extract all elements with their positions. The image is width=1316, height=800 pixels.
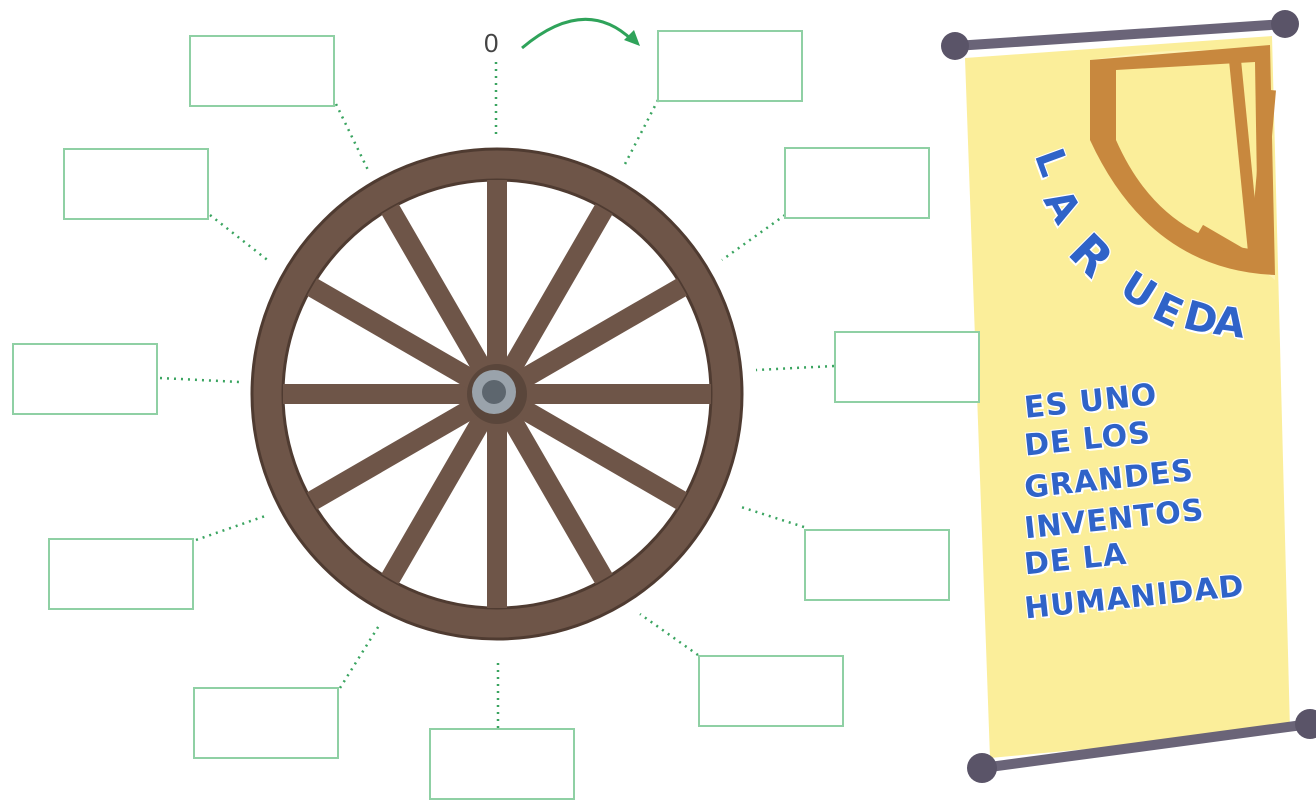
start-number: 0 — [484, 28, 498, 59]
answer-box-1[interactable] — [657, 30, 803, 102]
answer-box-6[interactable] — [429, 728, 575, 800]
arrow-icon — [522, 19, 632, 48]
answer-box-10[interactable] — [63, 148, 209, 220]
answer-box-9[interactable] — [12, 343, 158, 415]
answer-box-4[interactable] — [804, 529, 950, 601]
answer-box-3[interactable] — [834, 331, 980, 403]
wheel-icon — [252, 149, 742, 639]
arrowhead-icon — [624, 30, 640, 46]
answer-box-8[interactable] — [48, 538, 194, 610]
answer-box-7[interactable] — [193, 687, 339, 759]
title-letter-a2: A — [1211, 298, 1249, 348]
answer-box-5[interactable] — [698, 655, 844, 727]
answer-box-11[interactable] — [189, 35, 335, 107]
answer-box-2[interactable] — [784, 147, 930, 219]
